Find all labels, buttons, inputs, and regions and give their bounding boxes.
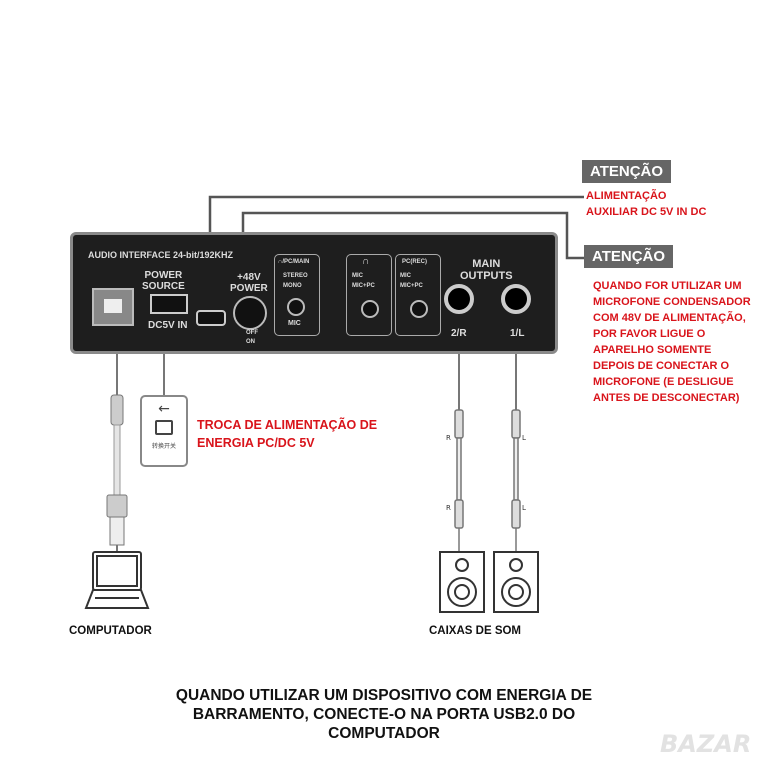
speaker-icon-right: [439, 551, 485, 613]
rec-mic-label: MIC: [400, 273, 411, 279]
attention-badge-1: ATENÇÃO: [582, 160, 672, 183]
cable-r-label-bottom: R: [446, 504, 451, 512]
cable-r-label-top: R: [446, 434, 451, 442]
phantom-power-button[interactable]: [233, 296, 267, 330]
cable-l-label-bottom: L: [522, 504, 526, 512]
switch-label: 转换开关: [151, 443, 176, 450]
bottom-note: QUANDO UTILIZAR UM DISPOSITIVO COM ENERG…: [175, 687, 593, 742]
phantom-callout-line: [241, 211, 584, 262]
off-label: OFF: [246, 330, 258, 336]
headphone-button[interactable]: [361, 300, 379, 318]
speaker-icon-left: [493, 551, 539, 613]
laptop-icon: [84, 551, 150, 609]
phantom-power-label: +48V POWER: [230, 272, 268, 294]
mode-header: ∩/PC/MAIN: [278, 259, 310, 265]
headphone-group: [346, 254, 392, 336]
mono-label: MONO: [283, 283, 302, 289]
audio-interface-panel: [70, 232, 558, 354]
audio-cables: [454, 409, 521, 552]
hp-micpc-label: MIC+PC: [352, 283, 375, 289]
micro-usb-dc-port[interactable]: [196, 310, 226, 326]
out-r-label: 2/R: [451, 328, 467, 339]
mic-label: MIC: [288, 320, 301, 327]
device-title: AUDIO INTERFACE 24-bit/192KHZ: [88, 250, 234, 260]
usb-cable-icon: [106, 394, 128, 552]
mode-button[interactable]: [287, 298, 305, 316]
headphone-icon: ∩: [362, 256, 370, 267]
stereo-label: STEREO: [283, 273, 308, 279]
power-source-label: POWER SOURCE: [142, 270, 185, 292]
speakers-caption: CAIXAS DE SOM: [429, 625, 522, 637]
dc-in-label: DC5V IN: [148, 320, 188, 331]
hp-mic-label: MIC: [352, 273, 363, 279]
watermark: BAZAR: [660, 730, 752, 758]
dc-in-callout-line: [208, 195, 584, 240]
switch-text: TROCA DE ALIMENTAÇÃO DE ENERGIA PC/DC 5V: [197, 418, 378, 450]
arrow-left-icon: ←: [158, 401, 170, 417]
computer-caption: COMPUTADOR: [69, 625, 152, 637]
attention-text-1: ALIMENTAÇÃO AUXILIAR DC 5V IN DC: [586, 190, 707, 218]
cable-l-label-top: L: [522, 434, 526, 442]
attention-text-2: QUANDO FOR UTILIZAR UM MICROFONE CONDENS…: [593, 280, 751, 404]
rec-header: PC(REC): [402, 259, 427, 265]
output-jack-r[interactable]: [444, 284, 474, 314]
main-outputs-label: MAIN OUTPUTS: [460, 258, 513, 282]
rec-micpc-label: MIC+PC: [400, 283, 423, 289]
usb-b-port[interactable]: [92, 288, 134, 326]
mode-group: [274, 254, 320, 336]
rec-button[interactable]: [410, 300, 428, 318]
out-l-label: 1/L: [510, 328, 525, 339]
output-jack-l[interactable]: [501, 284, 531, 314]
power-source-switch[interactable]: [150, 294, 188, 314]
attention-badge-2: ATENÇÃO: [584, 245, 674, 268]
on-label: ON: [246, 339, 255, 345]
switch-diagram: ← 转换开关: [140, 395, 188, 467]
switch-icon: [155, 420, 173, 435]
rec-group: [395, 254, 441, 336]
